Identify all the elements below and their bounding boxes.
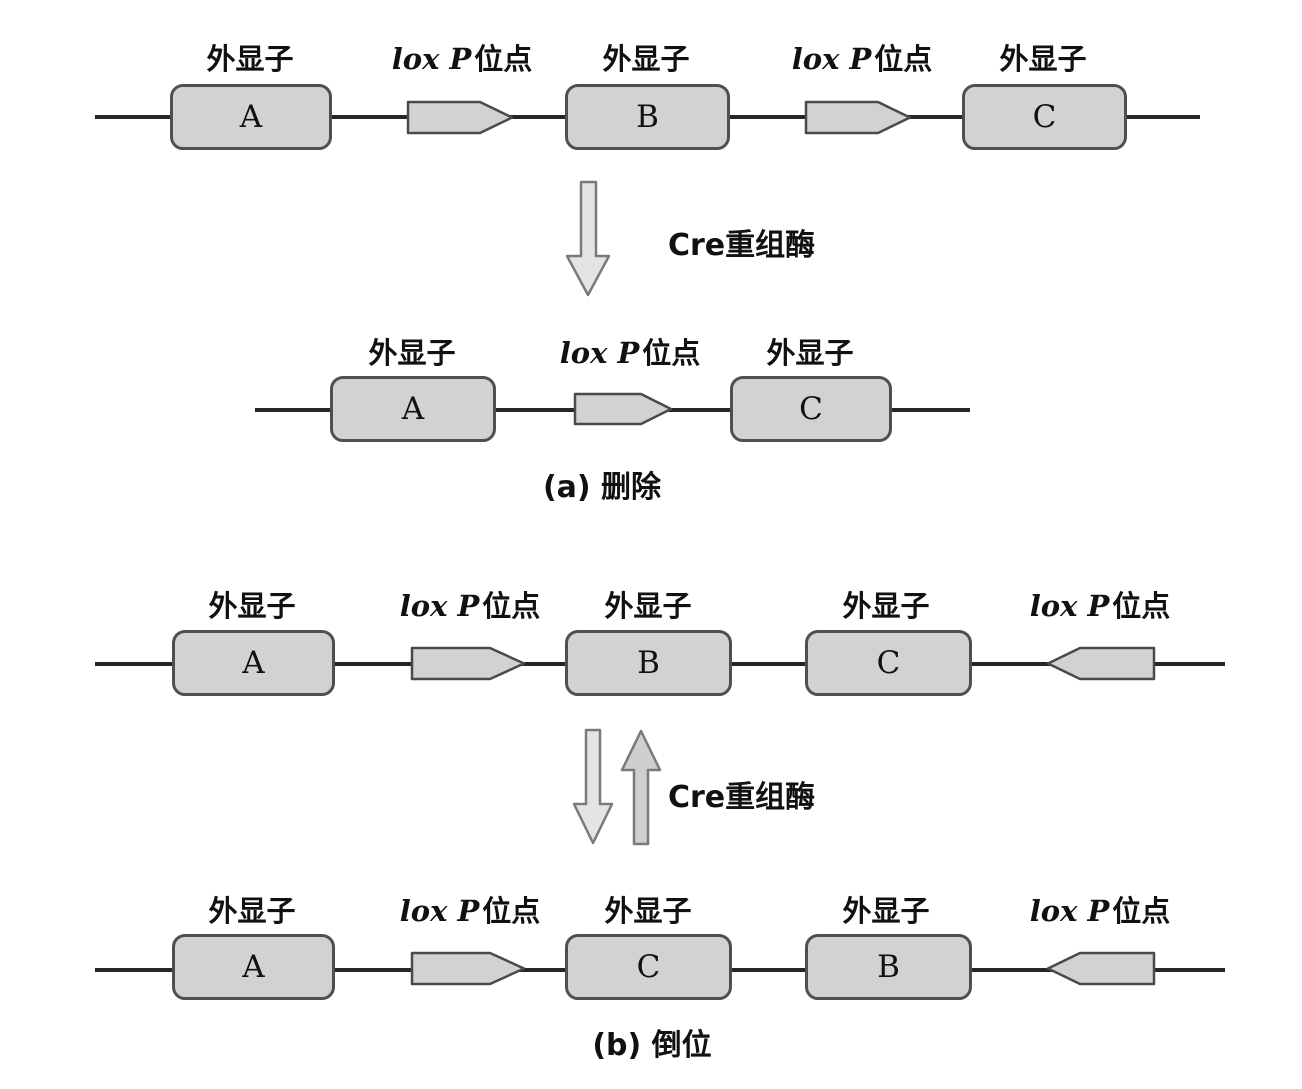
exon-label: 外显子	[208, 589, 296, 623]
loxp-label-latin: lox P	[1029, 589, 1110, 623]
cre-label: Cre重组酶	[668, 228, 816, 263]
exon-label: 外显子	[999, 42, 1087, 76]
loxp-right-arrow-icon	[573, 391, 675, 427]
exon-label: 外显子	[604, 894, 692, 928]
loxp-label-latin: lox P	[1029, 894, 1110, 928]
up-arrow-icon	[620, 728, 662, 846]
loxp-label-latin: lox P	[559, 336, 640, 370]
loxp-right-arrow-icon	[804, 99, 914, 136]
exon-box: A	[330, 376, 496, 442]
exon-label: 外显子	[368, 336, 456, 370]
loxp-left-arrow-icon	[1044, 645, 1156, 682]
cre-label: Cre重组酶	[668, 780, 816, 815]
exon-box: B	[565, 630, 732, 696]
loxp-right-arrow-icon	[410, 645, 528, 682]
exon-label: 外显子	[208, 894, 296, 928]
exon-label: 外显子	[766, 336, 854, 370]
exon-label: 外显子	[604, 589, 692, 623]
exon-box: C	[962, 84, 1127, 150]
exon-label: 外显子	[842, 589, 930, 623]
loxp-label-cjk: 位点	[482, 589, 541, 623]
caption-inversion: (b) 倒位	[592, 1028, 712, 1063]
loxp-label-latin: lox P	[391, 42, 472, 76]
loxp-label-cjk: 位点	[1112, 894, 1171, 928]
down-arrow-icon	[565, 180, 611, 298]
exon-label: 外显子	[842, 894, 930, 928]
loxp-label-latin: lox P	[791, 42, 872, 76]
caption-deletion: (a) 删除	[542, 470, 662, 505]
loxp-left-arrow-icon	[1044, 950, 1156, 987]
exon-box: C	[730, 376, 892, 442]
loxp-label-cjk: 位点	[474, 42, 533, 76]
exon-box: A	[172, 630, 335, 696]
loxp-right-arrow-icon	[410, 950, 528, 987]
down-arrow-icon	[572, 728, 614, 846]
exon-label: 外显子	[206, 42, 294, 76]
loxp-label-cjk: 位点	[874, 42, 933, 76]
exon-box: B	[565, 84, 730, 150]
exon-box: A	[170, 84, 332, 150]
exon-box: A	[172, 934, 335, 1000]
loxp-label-cjk: 位点	[642, 336, 701, 370]
loxp-right-arrow-icon	[406, 99, 516, 136]
exon-box: B	[805, 934, 972, 1000]
loxp-label-latin: lox P	[399, 894, 480, 928]
exon-label: 外显子	[602, 42, 690, 76]
exon-box: C	[565, 934, 732, 1000]
loxp-label-latin: lox P	[399, 589, 480, 623]
loxp-label-cjk: 位点	[1112, 589, 1171, 623]
loxp-label-cjk: 位点	[482, 894, 541, 928]
exon-box: C	[805, 630, 972, 696]
